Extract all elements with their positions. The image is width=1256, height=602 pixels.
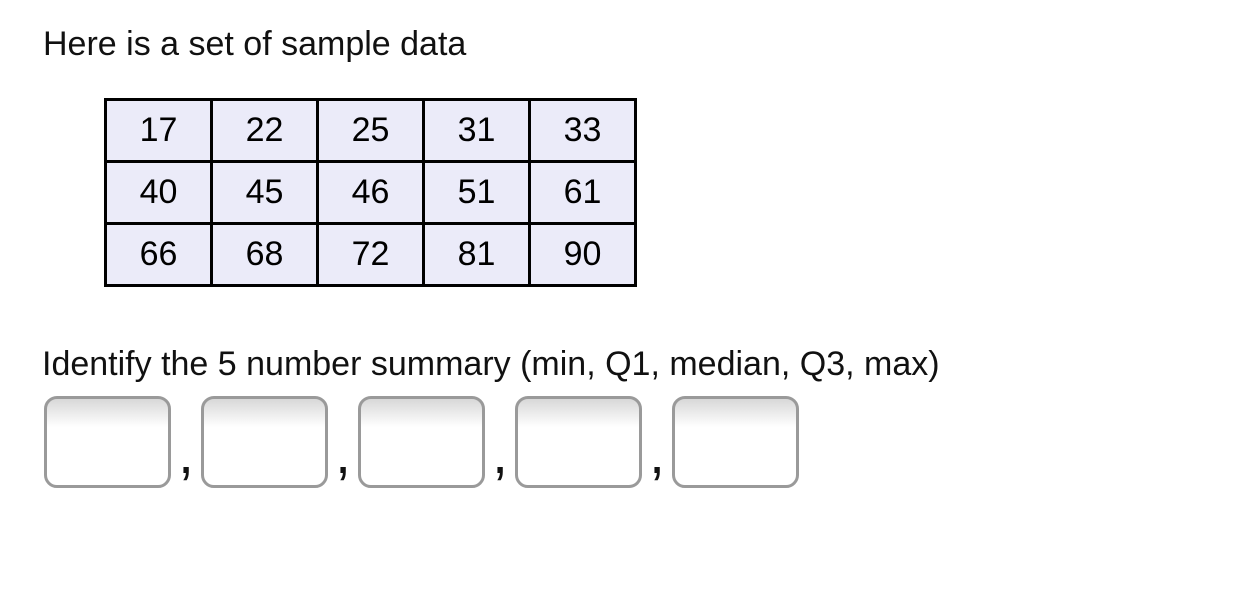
table-cell: 33	[528, 98, 637, 163]
table-cell: 22	[210, 98, 319, 163]
table-cell: 51	[422, 160, 531, 225]
answer-input-max[interactable]	[672, 396, 799, 488]
separator-comma: ,	[492, 422, 508, 485]
table-cell: 40	[104, 160, 213, 225]
sample-data-table: 17 22 25 31 33 40 45 46 51 61 66 68 72 8…	[104, 98, 637, 287]
table-cell: 72	[316, 222, 425, 287]
table-cell: 31	[422, 98, 531, 163]
page-title: Here is a set of sample data	[43, 25, 467, 63]
table-cell: 61	[528, 160, 637, 225]
question-prompt: Identify the 5 number summary (min, Q1, …	[42, 345, 940, 383]
answer-input-q1[interactable]	[201, 396, 328, 488]
table-row: 66 68 72 81 90	[104, 222, 637, 287]
answer-input-min[interactable]	[44, 396, 171, 488]
table-row: 17 22 25 31 33	[104, 98, 637, 163]
separator-comma: ,	[178, 422, 194, 485]
table-cell: 17	[104, 98, 213, 163]
separator-comma: ,	[335, 422, 351, 485]
table-cell: 90	[528, 222, 637, 287]
answer-input-q3[interactable]	[515, 396, 642, 488]
separator-comma: ,	[649, 422, 665, 485]
table-cell: 25	[316, 98, 425, 163]
answer-input-row: , , , ,	[44, 396, 799, 488]
answer-input-median[interactable]	[358, 396, 485, 488]
table-row: 40 45 46 51 61	[104, 160, 637, 225]
table-cell: 46	[316, 160, 425, 225]
table-cell: 45	[210, 160, 319, 225]
table-cell: 68	[210, 222, 319, 287]
table-cell: 66	[104, 222, 213, 287]
table-cell: 81	[422, 222, 531, 287]
